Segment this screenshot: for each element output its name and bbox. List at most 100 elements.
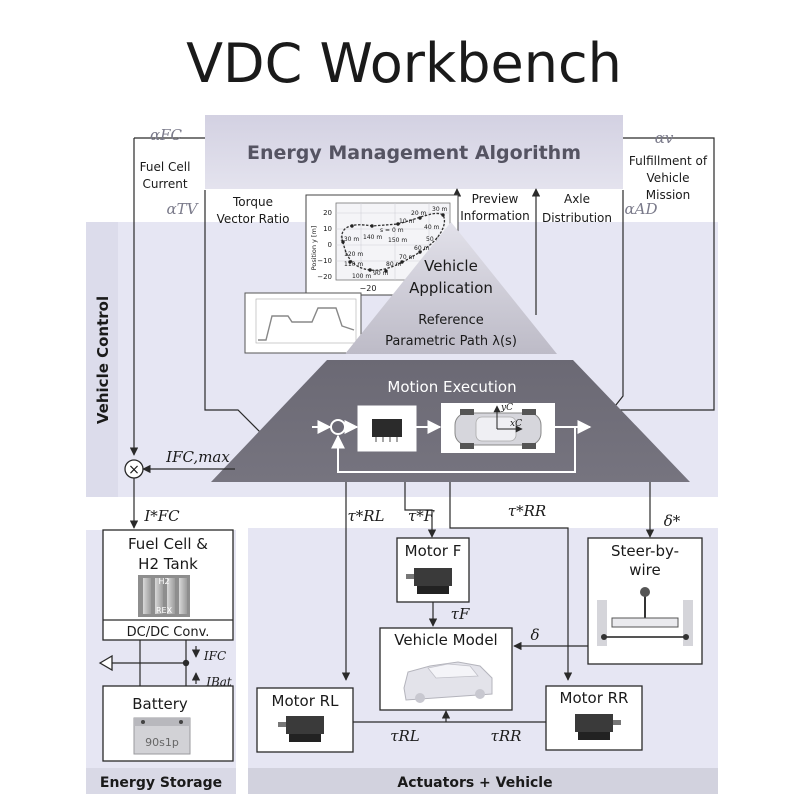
- plot-dist-14: 150 m: [388, 237, 407, 244]
- speed-plot-frame: [244, 292, 362, 354]
- plot-dist-13: 140 m: [363, 234, 382, 241]
- tau-rl-star-symbol: τ*RL: [347, 507, 384, 525]
- plot-dist-7: 80 m: [386, 261, 402, 268]
- y-axis-label: yC: [500, 403, 513, 413]
- plot-dist-0: 10 m: [399, 218, 415, 225]
- alpha-tv-symbol: αTV: [167, 200, 200, 218]
- motor-f-icon: [406, 568, 452, 594]
- delta-symbol: δ: [530, 626, 539, 644]
- fulfillment-text-2: Vehicle: [647, 171, 690, 185]
- preview-text-2: Information: [460, 209, 529, 223]
- loop-feedback-wire: [331, 427, 576, 473]
- energy-management-block: [205, 115, 623, 189]
- fulfillment-text-3: Mission: [646, 188, 690, 202]
- ifc-star-symbol: I*FC: [143, 507, 180, 525]
- chip-icon: [372, 419, 402, 442]
- plot-ytick-3: −10: [317, 257, 332, 265]
- multiplier-symbol: ×: [128, 462, 140, 478]
- h2-tag: H2: [158, 577, 169, 586]
- speed-plot-line: [258, 307, 355, 341]
- plot-dist-6: 70 m: [399, 254, 415, 261]
- energy-management-label: Energy Management Algorithm: [247, 142, 581, 164]
- alpha-tv-wire: [204, 190, 269, 441]
- vehicle-model-label: Vehicle Model: [394, 631, 497, 649]
- motor-rr-label: Motor RR: [560, 689, 629, 707]
- plot-dist-1: 20 m: [411, 210, 427, 217]
- loop-sum-node: [330, 419, 346, 435]
- plot-xtick-0: −20: [360, 284, 377, 293]
- reference-path-label-1: Reference: [418, 313, 483, 328]
- tau-rr-star-wire: [449, 482, 573, 681]
- x-axis-label: xC: [510, 419, 522, 429]
- energy-storage-label: Energy Storage: [100, 775, 222, 791]
- actuators-vehicle-label: Actuators + Vehicle: [397, 775, 552, 791]
- plot-dist-8: 90 m: [373, 270, 389, 277]
- plot-start-label: s = 0 m: [380, 227, 404, 234]
- vehicle-application-triangle: [345, 222, 557, 354]
- speed-plot-axes: [255, 298, 357, 344]
- vehicle-control-sidebar: [86, 222, 118, 497]
- vehicle-application-label-1: Vehicle: [424, 257, 478, 275]
- vehicle-application-label-2: Application: [409, 279, 493, 297]
- tau-f-star-symbol: τ*F: [408, 507, 435, 525]
- ifc-symbol: IFC: [203, 649, 226, 663]
- energy-storage-labelbar: [86, 768, 236, 794]
- tau-rr-symbol: τRR: [491, 727, 522, 745]
- plot-ytick-0: 20: [323, 209, 332, 217]
- bus-junction: [182, 659, 190, 667]
- motor-f-label: Motor F: [405, 542, 462, 560]
- fuel-cell-current-text-2: Current: [142, 177, 187, 191]
- car-icon: [403, 661, 493, 703]
- plot-ytick-1: 10: [323, 225, 332, 233]
- page-title: VDC Workbench: [186, 32, 622, 95]
- plot-dist-4: 50 m: [426, 236, 442, 243]
- preview-text-1: Preview: [472, 192, 519, 206]
- delta-star-symbol: δ*: [664, 512, 681, 530]
- dcdc-label: DC/DC Conv.: [127, 625, 210, 640]
- motion-execution-label: Motion Execution: [387, 378, 516, 396]
- alpha-v-symbol: αv: [655, 129, 674, 147]
- axle-text-2: Distribution: [542, 211, 612, 225]
- plot-dist-12: 130 m: [340, 236, 359, 243]
- axle-text-1: Axle: [564, 192, 590, 206]
- plot-dist-11: 120 m: [344, 251, 363, 258]
- steer-label-2: wire: [629, 561, 661, 579]
- fuel-cell-label-2: H2 Tank: [138, 555, 198, 573]
- steer-label-1: Steer-by-: [611, 542, 679, 560]
- plot-ylabel: Position y [m]: [310, 226, 318, 271]
- motor-rl-label: Motor RL: [272, 692, 340, 710]
- fuel-cell-label-1: Fuel Cell &: [128, 535, 208, 553]
- plot-dist-5: 60 m: [414, 245, 430, 252]
- speed-profile-plot: [244, 292, 362, 354]
- vehicle-control-label: Vehicle Control: [94, 296, 112, 424]
- load-output-arrow: [98, 654, 113, 672]
- tau-rl-symbol: τRL: [390, 727, 420, 745]
- rex-tag: REX: [156, 606, 173, 615]
- tau-f-star-wire: [404, 482, 437, 538]
- plot-dist-9: 100 m: [352, 273, 371, 280]
- plot-dist-2: 30 m: [432, 206, 448, 213]
- battery-tag: 90s1p: [145, 736, 179, 749]
- plot-dist-3: 40 m: [424, 224, 440, 231]
- torque-vector-text-2: Vector Ratio: [217, 212, 290, 226]
- fuel-cell-current-text-1: Fuel Cell: [140, 160, 191, 174]
- alpha-ad-symbol: αAD: [625, 200, 658, 218]
- plot-track: [341, 212, 445, 271]
- motor-rr-icon: [575, 714, 621, 740]
- reference-path-label-2: Parametric Path λ(s): [385, 334, 517, 349]
- ifc-max-symbol: IFC,max: [165, 448, 230, 466]
- plot-dist-10: 110 m: [344, 261, 363, 268]
- plot-ytick-2: 0: [328, 241, 332, 249]
- motor-rl-icon: [278, 716, 324, 742]
- battery-label: Battery: [132, 695, 188, 713]
- fulfillment-text-1: Fulfillment of: [629, 154, 708, 168]
- steering-mechanism-icon: [597, 587, 693, 646]
- torque-vector-text-1: Torque: [232, 195, 273, 209]
- alpha-fc-symbol: αFC: [150, 126, 183, 144]
- battery-pack-icon: [133, 717, 191, 755]
- tau-rr-star-symbol: τ*RR: [508, 502, 546, 520]
- plot-ytick-4: −20: [317, 273, 332, 281]
- tau-f-symbol: τF: [451, 605, 470, 623]
